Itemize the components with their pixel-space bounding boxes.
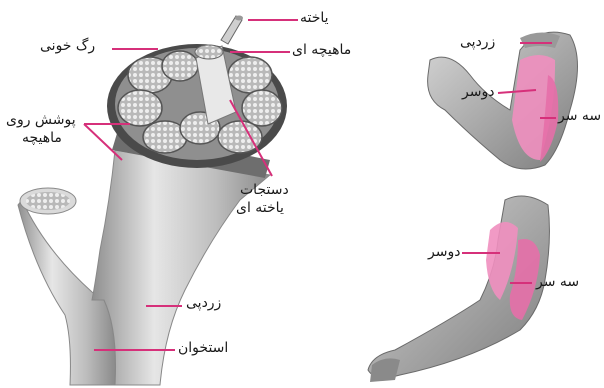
flexed-arm-illustration	[428, 32, 578, 169]
label-cell: یاخته	[300, 10, 329, 26]
label-tendon: زردپی	[186, 295, 221, 311]
label-bone: استخوان	[178, 340, 228, 356]
label-muscle-cell: ماهیچه ای	[292, 42, 351, 58]
label-muscle-cover-line1: پوشش روی	[6, 112, 76, 128]
label-arm2-triceps: سه سر	[536, 274, 579, 290]
label-arm-biceps: دوسر	[462, 84, 494, 100]
label-muscle-cover-line2: ماهیچه	[22, 130, 62, 146]
extended-arm-illustration	[368, 196, 549, 382]
label-cell-bundles-line1: دستجات	[240, 182, 289, 198]
label-arm2-biceps: دوسر	[428, 244, 460, 260]
label-blood-vessel: رگ خونی	[40, 38, 95, 54]
label-arm-triceps: سه سر	[558, 108, 601, 124]
label-cell-bundles-line2: یاخته ای	[236, 200, 284, 216]
label-arm-tendon: زردپی	[460, 34, 495, 50]
